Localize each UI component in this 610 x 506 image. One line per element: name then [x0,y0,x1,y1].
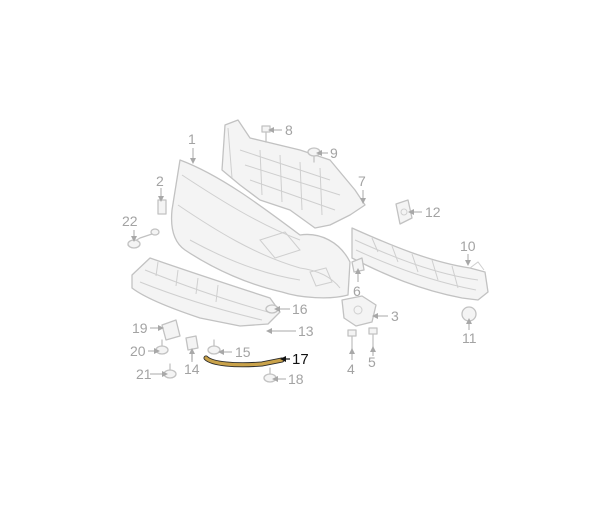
part-1-bumper-cover [170,159,351,299]
callout-20: 20 [130,343,146,359]
part-13-lower-deflector [131,257,281,327]
callout-6: 6 [353,283,361,299]
part-19-bracket [161,319,181,341]
callout-16: 16 [292,301,308,317]
part-17-trim-strip [203,355,285,368]
part-7-grille-frame [221,119,366,229]
leader-lines [131,127,472,382]
part-12-bracket [395,199,413,225]
callout-1: 1 [188,131,196,147]
callout-18: 18 [288,371,304,387]
part-6-clip [351,257,365,273]
part-10-reinforcement-beam [351,227,489,301]
part-4-bolt [347,329,357,351]
part-5-bolt [368,327,378,349]
callout-4: 4 [347,361,355,377]
callout-22: 22 [122,213,138,229]
callout-labels: 1 2 3 4 5 6 7 8 9 10 11 12 13 14 15 16 1… [122,122,477,387]
callout-15: 15 [235,344,251,360]
part-15-clip [207,339,221,355]
callout-3: 3 [391,308,399,324]
callout-19: 19 [132,320,148,336]
callout-2: 2 [156,173,164,189]
part-21-screw [163,363,177,379]
callout-8: 8 [285,122,293,138]
callout-9: 9 [330,145,338,161]
part-2-clip [157,199,167,215]
callout-13: 13 [298,323,314,339]
callout-11: 11 [462,330,477,346]
callout-14: 14 [184,361,200,377]
callout-17: 17 [292,351,309,368]
callout-10: 10 [460,238,476,254]
callout-7: 7 [358,173,366,189]
callout-12: 12 [425,204,441,220]
callout-21: 21 [136,366,152,382]
part-8-fastener [261,125,271,143]
part-3-fog-bracket [341,295,377,327]
callout-5: 5 [368,354,376,370]
